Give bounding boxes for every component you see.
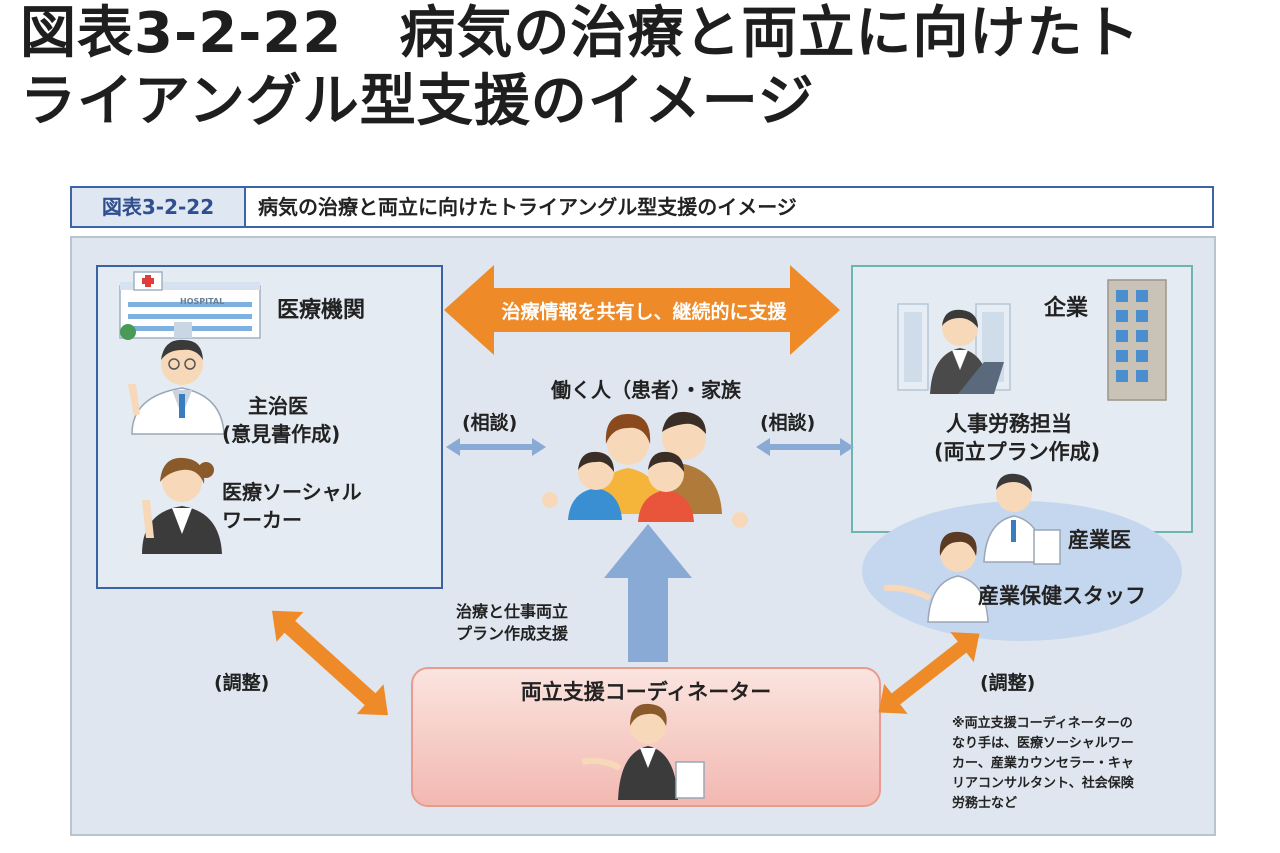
hr-staff-role-label: (両立プラン作成)	[934, 440, 1101, 464]
medical-heading: 医療機関	[277, 298, 366, 323]
figure-title: 病気の治療と両立に向けたトライアングル型支援のイメージ	[258, 195, 797, 219]
page-title-line-1: 図表3-2-22 病気の治療と両立に向けたト	[20, 1, 1141, 66]
coordinator-note-line: なり手は、医療ソーシャルワー	[952, 736, 1134, 751]
diagram-panel: 医療機関 主治医 (意見書作成) 医療ソーシャル ワーカー HOSPITAL 治…	[70, 236, 1216, 836]
attending-doctor-icon	[128, 339, 225, 435]
hr-staff-icon	[930, 309, 1004, 394]
plan-support-label-1: 治療と仕事両立	[456, 602, 569, 621]
hospital-building-icon	[119, 271, 261, 340]
worker-family-label: 働く人（患者）・家族	[551, 378, 741, 402]
figure-label: 図表3-2-22	[72, 188, 246, 226]
coordinator-note-line: 労務士など	[952, 796, 1018, 811]
occupational-staff-label: 産業保健スタッフ	[978, 584, 1146, 608]
adjust-right-double-arrow	[878, 632, 980, 714]
consult-left-label: (相談)	[462, 412, 518, 434]
coordinator-label: 両立支援コーディネーター	[520, 680, 772, 704]
coordinator-note-line: リアコンサルタント、社会保険	[952, 776, 1134, 791]
hospital-sign-text: HOSPITAL	[180, 297, 225, 306]
social-worker-label: 医療ソーシャル	[222, 480, 362, 504]
adjust-left-double-arrow	[272, 610, 388, 716]
coordinator-note-line: カー、産業カウンセラー・キャ	[952, 756, 1134, 771]
social-worker-label-2: ワーカー	[222, 508, 302, 532]
plan-support-label-2: プラン作成支援	[456, 624, 569, 643]
share-info-label: 治療情報を共有し、継続的に支援	[501, 301, 787, 323]
coordinator-note: ※両立支援コーディネーターの なり手は、医療ソーシャルワー カー、産業カウンセラ…	[952, 714, 1134, 814]
family-icon	[542, 411, 748, 528]
figure-header: 図表3-2-22 病気の治療と両立に向けたトライアングル型支援のイメージ	[70, 186, 1214, 228]
coordinator-note-line: ※両立支援コーディネーターの	[952, 716, 1133, 731]
diagram-graphics	[96, 265, 1193, 807]
consult-right-arrow	[756, 438, 854, 456]
consult-right-label: (相談)	[760, 412, 816, 434]
coordinator-person-icon	[581, 703, 705, 800]
medical-social-worker-icon	[142, 457, 222, 554]
company-buildings-icon	[897, 279, 1167, 401]
doctor-role-label: (意見書作成)	[222, 422, 341, 446]
adjust-right-label: (調整)	[980, 672, 1036, 694]
adjust-left-label: (調整)	[214, 672, 270, 694]
doctor-label: 主治医	[248, 394, 308, 418]
share-double-arrow	[444, 265, 840, 355]
occupational-doctor-label: 産業医	[1068, 528, 1131, 552]
hr-staff-label: 人事労務担当	[946, 412, 1072, 436]
plan-support-up-arrow	[604, 524, 692, 662]
occupational-health-staff-icon	[883, 531, 989, 623]
page-title-line-2: ライアングル型支援のイメージ	[20, 69, 815, 134]
occupational-doctor-icon	[983, 473, 1061, 565]
page-title: 図表3-2-22 病気の治療と両立に向けたト ライアングル型支援のイメージ	[20, 0, 1270, 136]
consult-left-arrow	[446, 438, 546, 456]
company-heading: 企業	[1044, 296, 1089, 321]
